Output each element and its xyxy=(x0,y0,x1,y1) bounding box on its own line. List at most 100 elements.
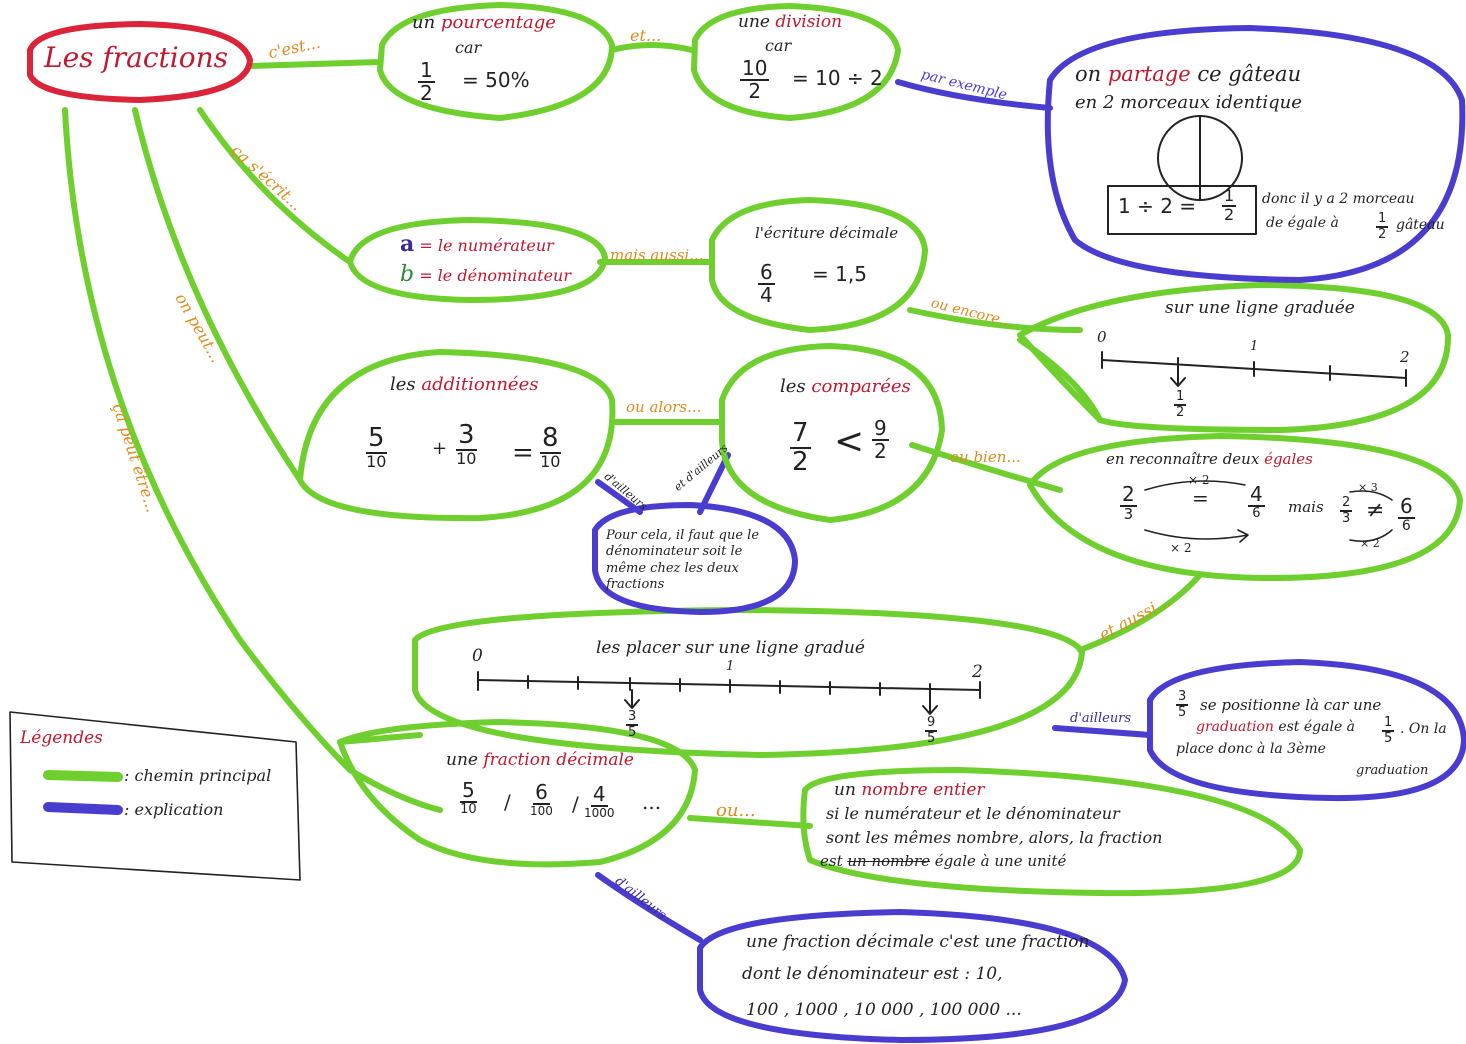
position-line2-end: . On la xyxy=(1400,721,1447,737)
gateau-node-outline xyxy=(1044,25,1466,283)
nombre-entier-node-outline xyxy=(800,767,1303,897)
def-decimale-line2: dont le dénominateur est : 10, xyxy=(742,964,1003,984)
pourcentage-node-outline xyxy=(377,2,615,121)
ligne2-tick-2: 2 xyxy=(972,662,983,682)
pourcentage-car: car xyxy=(455,38,482,57)
fraction-decimale-sep-2: / xyxy=(572,792,579,816)
egales-bottom-mult: × 2 xyxy=(1170,541,1192,555)
division-car: car xyxy=(765,36,792,55)
gateau-equation: 1 ÷ 2 = xyxy=(1118,194,1197,218)
legend-frame xyxy=(9,711,301,881)
gateau-donc: donc il y a 2 morceau xyxy=(1262,191,1415,207)
gateau-line1[interactable]: on partage ce gâteau xyxy=(1075,62,1302,86)
nombre-entier-line2: sont les mêmes nombre, alors, la fractio… xyxy=(826,828,1163,847)
ligne1-axis xyxy=(1101,351,1407,387)
connector-ou-bien: ou bien... xyxy=(950,448,1021,466)
division-result: = 10 ÷ 2 xyxy=(792,66,883,90)
def-decimale-line1[interactable]: une fraction décimale c'est une fraction xyxy=(746,932,1090,952)
additionnees-node-outline xyxy=(297,349,616,522)
comparees-node-outline xyxy=(719,343,945,523)
def-decimale-node-outline xyxy=(697,909,1128,1043)
decimale-result: = 1,5 xyxy=(812,262,867,286)
ligne2-tick-0: 0 xyxy=(472,646,483,666)
legend-expl-label: : explication xyxy=(124,800,224,819)
additionnees-plus: + xyxy=(432,438,448,459)
ligne1-title[interactable]: sur une ligne graduée xyxy=(1165,298,1355,318)
gateau-line2: en 2 morceaux identique xyxy=(1075,92,1302,113)
fraction-decimale-sep-1: / xyxy=(504,790,511,814)
ligne2-node-outline xyxy=(412,607,1085,758)
egales-mais: mais xyxy=(1288,498,1324,516)
notation-node-outline xyxy=(347,217,608,303)
connector-ou-alors: ou alors... xyxy=(626,398,702,416)
root-title[interactable]: Les fractions xyxy=(44,41,229,74)
position-line3: place donc à la 3ème xyxy=(1176,741,1326,757)
pourcentage-title[interactable]: un pourcentage xyxy=(412,12,556,33)
comparees-lt: < xyxy=(834,421,865,462)
nombre-entier-title[interactable]: un nombre entier xyxy=(834,780,985,800)
additionnees-eq: = xyxy=(512,438,534,468)
root-node-outline xyxy=(27,21,253,103)
legend-main-swatch xyxy=(43,770,123,782)
gateau-egale: de égale à xyxy=(1266,215,1339,231)
additionnees-title[interactable]: les additionnées xyxy=(390,374,539,395)
legend-main-label: : chemin principal xyxy=(124,766,272,785)
fraction-decimale-etc: ... xyxy=(642,790,662,814)
pourcentage-result: = 50% xyxy=(462,68,530,92)
explication-addition-outline xyxy=(592,502,798,615)
connector-dailleurs-2: d'ailleurs xyxy=(1070,711,1132,726)
gateau-gateau: gâteau xyxy=(1396,217,1445,233)
legend-expl-swatch xyxy=(43,802,123,815)
egales-bottom-mult-2: × 2 xyxy=(1360,537,1380,550)
ligne2-axis xyxy=(477,671,981,715)
notation-b: b = le dénominateur xyxy=(400,262,571,287)
egales-top-mult: × 2 xyxy=(1188,473,1210,487)
decimale-title[interactable]: l'écriture décimale xyxy=(755,224,899,242)
ligne2-title[interactable]: les placer sur une ligne gradué xyxy=(596,638,865,658)
egales-top-mult-2: × 3 xyxy=(1358,481,1378,494)
position-line2: graduation est égale à xyxy=(1196,719,1356,735)
ligne1-tick-2: 2 xyxy=(1400,348,1410,366)
division-title[interactable]: une division xyxy=(738,12,843,32)
egales-node-outline xyxy=(1027,433,1463,582)
position-node-outline xyxy=(1147,659,1466,802)
ligne1-node-outline xyxy=(1017,282,1452,433)
position-line4: graduation xyxy=(1356,763,1429,778)
egales-eq: = xyxy=(1192,486,1209,510)
gateau-drawing xyxy=(1107,115,1257,235)
ligne1-tick-0: 0 xyxy=(1097,328,1107,346)
egales-title[interactable]: en reconnaître deux égales xyxy=(1106,450,1313,468)
def-decimale-line3: 100 , 1000 , 10 000 , 100 000 ... xyxy=(746,1000,1022,1020)
nombre-entier-line1: si le numérateur et le dénominateur xyxy=(826,804,1120,823)
explication-addition-text: Pour cela, il faut que le dénominateur s… xyxy=(606,528,760,592)
fraction-decimale-node-outline xyxy=(337,719,698,868)
connector-mais-aussi: mais aussi... xyxy=(610,246,704,264)
fraction-decimale-title[interactable]: une fraction décimale xyxy=(446,750,634,770)
notation-a: a = le numérateur xyxy=(400,231,554,257)
ligne1-tick-1: 1 xyxy=(1250,339,1259,354)
comparees-title[interactable]: les comparées xyxy=(780,376,911,397)
nombre-entier-line3: est un nombre égale à une unité xyxy=(820,852,1067,870)
